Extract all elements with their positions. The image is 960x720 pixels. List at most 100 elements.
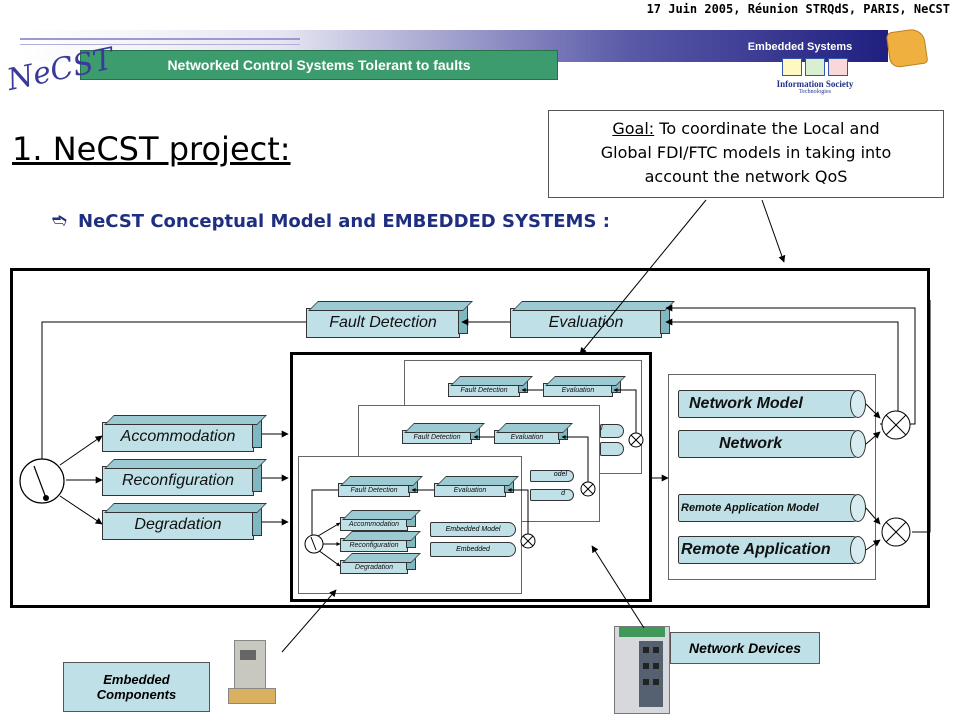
line-netmodel-to-comp xyxy=(865,403,881,419)
network-device-port-6 xyxy=(653,679,659,685)
goal-text-2: Global FDI/FTC models in taking into xyxy=(600,143,892,162)
mini-model-fragment: odel xyxy=(553,471,567,478)
goal-arrow-1 xyxy=(579,199,707,355)
mini-comparator-front-x2 xyxy=(522,535,534,547)
reconfiguration-block: Reconfiguration xyxy=(102,462,262,496)
degradation-label: Degradation xyxy=(134,516,222,533)
network-devices-text: Network Devices xyxy=(688,640,802,656)
mini-accommodation-front: Accommodation xyxy=(340,513,416,531)
network-model-label: Network Model xyxy=(689,395,803,412)
reconfiguration-label: Reconfiguration xyxy=(121,472,235,489)
selector-switch-pivot xyxy=(43,495,49,501)
pointer-icon: ➬ xyxy=(52,210,68,230)
mini-evaluation-back: Evaluation xyxy=(543,379,621,397)
mini-cyl-back-2 xyxy=(600,442,624,456)
date-line: 17 Juin 2005, Réunion STRQdS, PARIS, NeC… xyxy=(646,2,950,16)
line-switch-degrad xyxy=(59,495,103,525)
mini-evaluation-back-label: Evaluation xyxy=(561,386,595,394)
selector-switch xyxy=(19,458,65,504)
fault-detection-label: Fault Detection xyxy=(329,314,437,331)
mini-degradation-front: Degradation xyxy=(340,556,416,574)
accommodation-label: Accommodation xyxy=(120,428,236,445)
goal-label: Goal: xyxy=(612,119,655,138)
mini-fault-detection-middle-label: Fault Detection xyxy=(413,433,461,441)
mini-embedded-model-label: Embedded Model xyxy=(445,526,501,533)
mini-line-switch-accom xyxy=(317,522,341,537)
network-device-port-2 xyxy=(653,647,659,653)
line-fd-to-switch xyxy=(41,321,306,480)
ist-logo: Information Society Technologies xyxy=(772,58,858,102)
goal-arrow-2 xyxy=(761,199,786,263)
embedded-device-port xyxy=(240,650,256,660)
line-ramodel-to-comp xyxy=(865,507,881,525)
mini-embedded-label: Embedded xyxy=(456,546,490,553)
line-ra-to-comp xyxy=(865,539,881,551)
line-top-feedback-1 xyxy=(665,304,916,425)
line-comp2-up xyxy=(912,300,931,533)
mini-fault-detection-middle: Fault Detection xyxy=(402,426,480,444)
network-device-picture xyxy=(614,626,670,714)
mini-d-fragment: d xyxy=(561,490,565,497)
mini-reconfiguration-front: Reconfiguration xyxy=(340,534,416,552)
embedded-systems-label: Embedded Systems xyxy=(747,41,853,53)
ist-logo-sub: Technologies xyxy=(799,89,831,95)
embedded-components-text: Embedded Components xyxy=(96,672,177,702)
conceptual-model-frame xyxy=(10,268,930,608)
network-device-top xyxy=(619,627,665,637)
mini-comparator-back-x2 xyxy=(630,434,642,446)
embedded-device-picture xyxy=(228,636,276,706)
mini-fault-detection-front-label: Fault Detection xyxy=(350,486,398,494)
mini-comparator-middle-x2 xyxy=(582,483,594,495)
mini-cyl-middle-2: d xyxy=(530,489,574,501)
network-label: Network xyxy=(719,435,783,452)
ist-icon-1 xyxy=(782,58,802,76)
line-net-to-comp xyxy=(865,431,881,445)
mini-fault-detection-front: Fault Detection xyxy=(338,479,418,497)
network-device-port-1 xyxy=(643,647,649,653)
mini-cyl-middle-1: odel xyxy=(530,470,574,482)
subtitle-banner: Networked Control Systems Tolerant to fa… xyxy=(80,50,558,80)
header-rule-1 xyxy=(20,38,300,40)
header-rule-2 xyxy=(20,44,300,45)
mini-fault-detection-back-label: Fault Detection xyxy=(460,386,508,394)
line-switch-accom xyxy=(59,435,103,466)
mini-embedded-model: Embedded Model xyxy=(430,522,516,537)
comparator-remote-app-x2 xyxy=(885,521,907,543)
embedded-systems-frame xyxy=(290,352,652,602)
line-top-feedback-2 xyxy=(665,318,899,412)
mini-reconfiguration-label: Reconfiguration xyxy=(349,541,399,549)
mini-selector-needle xyxy=(310,536,317,551)
selector-switch-needle xyxy=(33,465,47,499)
mini-evaluation-middle: Evaluation xyxy=(494,426,568,444)
goal-box: Goal: To coordinate the Local and Global… xyxy=(548,110,944,198)
mini-evaluation-front-label: Evaluation xyxy=(453,486,487,494)
goal-text-3: account the network QoS xyxy=(644,167,848,186)
network-model-cylinder: Network Model xyxy=(678,390,866,418)
ist-icon-2 xyxy=(805,58,825,76)
mini-evaluation-front: Evaluation xyxy=(434,479,514,497)
accommodation-block: Accommodation xyxy=(102,418,262,452)
network-device-port-4 xyxy=(653,663,659,669)
remote-app-cylinder: Remote Application xyxy=(678,536,866,564)
remote-app-model-cylinder: Remote Application Model xyxy=(678,494,866,522)
mini-accommodation-label: Accommodation xyxy=(348,520,400,528)
network-cylinder: Network xyxy=(678,430,866,458)
section-heading: NeCST Conceptual Model and EMBEDDED SYST… xyxy=(78,211,610,232)
network-devices-label: Network Devices xyxy=(670,632,820,664)
degradation-block: Degradation xyxy=(102,506,262,540)
mini-cyl-back-1: l xyxy=(600,424,624,438)
network-device-port-5 xyxy=(643,679,649,685)
mini-line-comp-eval-back xyxy=(613,388,637,434)
goal-text-1: To coordinate the Local and xyxy=(654,119,880,138)
mini-line-comp-eval-middle xyxy=(561,435,589,482)
ist-logo-icons xyxy=(772,58,858,76)
mini-degradation-label: Degradation xyxy=(354,563,394,571)
network-device-port-3 xyxy=(643,663,649,669)
embedded-device-body xyxy=(234,640,266,696)
mini-embedded: Embedded xyxy=(430,542,516,557)
mini-evaluation-middle-label: Evaluation xyxy=(510,433,544,441)
mini-line-comp-eval xyxy=(507,488,529,534)
network-devices-arrow xyxy=(591,545,645,629)
evaluation-block: Evaluation xyxy=(510,304,670,338)
